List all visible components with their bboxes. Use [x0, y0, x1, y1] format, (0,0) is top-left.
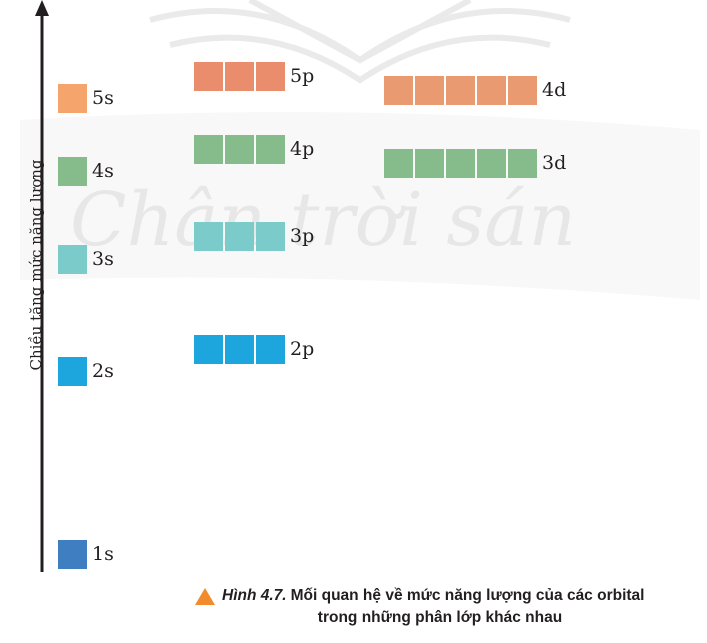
orbital-box: [415, 149, 444, 178]
orbital-boxes: [58, 84, 87, 113]
orbital-label: 4p: [290, 138, 315, 160]
orbital-box: [58, 84, 87, 113]
orbital-box: [225, 135, 254, 164]
orbital-boxes: [194, 62, 285, 91]
orbital-box: [256, 62, 285, 91]
orbital-box: [508, 76, 537, 105]
triangle-icon: [195, 587, 215, 605]
caption-line-1: Hình 4.7. Mối quan hệ về mức năng lượng …: [195, 585, 695, 607]
orbital-box: [384, 149, 413, 178]
orbital-3d: 3d: [384, 149, 566, 178]
orbital-4d: 4d: [384, 76, 566, 105]
orbital-box: [415, 76, 444, 105]
orbital-boxes: [58, 157, 87, 186]
orbital-box: [477, 149, 506, 178]
orbital-3p: 3p: [194, 222, 314, 251]
orbital-box: [225, 335, 254, 364]
orbital-box: [194, 222, 223, 251]
orbital-4p: 4p: [194, 135, 314, 164]
orbital-label: 3d: [542, 152, 567, 174]
orbital-box: [446, 149, 475, 178]
orbital-box: [446, 76, 475, 105]
orbital-box: [58, 157, 87, 186]
orbital-boxes: [194, 335, 285, 364]
orbital-label: 1s: [92, 543, 114, 565]
orbital-box: [58, 540, 87, 569]
figure-caption: Hình 4.7. Mối quan hệ về mức năng lượng …: [195, 585, 695, 630]
orbital-box: [58, 245, 87, 274]
orbital-boxes: [58, 245, 87, 274]
orbital-boxes: [384, 76, 537, 105]
orbital-boxes: [384, 149, 537, 178]
orbital-box: [58, 357, 87, 386]
orbital-4s: 4s: [58, 157, 114, 186]
axis-arrow-icon: [35, 0, 49, 16]
orbital-5p: 5p: [194, 62, 314, 91]
orbital-label: 4s: [92, 160, 114, 182]
orbital-boxes: [194, 222, 285, 251]
orbital-box: [194, 62, 223, 91]
orbital-box: [256, 222, 285, 251]
orbital-box: [194, 135, 223, 164]
orbital-box: [256, 335, 285, 364]
orbital-box: [384, 76, 413, 105]
orbital-box: [508, 149, 537, 178]
orbital-box: [256, 135, 285, 164]
orbital-label: 3s: [92, 248, 114, 270]
orbital-box: [477, 76, 506, 105]
orbital-label: 2p: [290, 338, 315, 360]
orbital-boxes: [58, 357, 87, 386]
caption-text-1: Mối quan hệ về mức năng lượng của các or…: [290, 587, 645, 604]
orbital-box: [194, 335, 223, 364]
orbital-3s: 3s: [58, 245, 114, 274]
orbital-boxes: [194, 135, 285, 164]
orbital-boxes: [58, 540, 87, 569]
orbital-5s: 5s: [58, 84, 114, 113]
orbital-label: 5s: [92, 87, 114, 109]
orbital-2p: 2p: [194, 335, 314, 364]
orbital-box: [225, 222, 254, 251]
figure-number: Hình 4.7.: [222, 587, 287, 604]
orbital-2s: 2s: [58, 357, 114, 386]
orbital-label: 5p: [290, 65, 315, 87]
axis-label: Chiều tăng mức năng lượng: [27, 159, 45, 371]
orbital-label: 4d: [542, 79, 567, 101]
orbital-label: 2s: [92, 360, 114, 382]
orbital-1s: 1s: [58, 540, 114, 569]
orbital-box: [225, 62, 254, 91]
caption-line-2: trong những phân lớp khác nhau: [317, 609, 563, 627]
orbital-label: 3p: [290, 225, 315, 247]
